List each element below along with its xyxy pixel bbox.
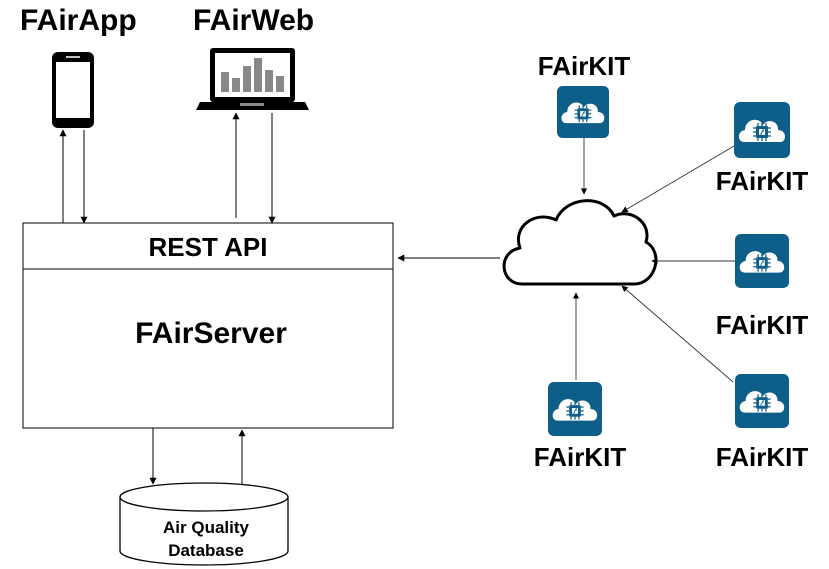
fairkit-label-top: FAirKIT — [538, 51, 631, 81]
database-label-line1: Air Quality — [163, 518, 250, 537]
fairkit-label-lower-right: FAirKIT — [716, 442, 809, 472]
fairweb-label: FAirWeb — [193, 4, 314, 37]
arrow-kit4-to-cloud — [621, 285, 734, 383]
fairkit-label-bottom: FAirKIT — [534, 442, 627, 472]
fairapp-label: FAirApp — [20, 4, 137, 37]
fairkit-tile-bottom — [548, 382, 602, 436]
fairserver-label: FAirServer — [135, 317, 287, 350]
fairserver-box — [22, 222, 394, 429]
smartphone-icon — [52, 52, 94, 128]
laptop-chart-icon — [196, 48, 309, 110]
fairkit-tile-lower-right — [735, 374, 789, 428]
fairkit-tile-top — [557, 86, 609, 138]
database-cylinder-icon — [119, 482, 289, 566]
fairkit-label-right: FAirKIT — [716, 310, 809, 340]
rest-api-label: REST API — [149, 232, 268, 262]
fairkit-tile-right — [735, 234, 789, 288]
cloud-icon — [502, 199, 658, 286]
database-label-line2: Database — [168, 541, 244, 560]
fairkit-label-upper-right: FAirKIT — [716, 166, 809, 196]
fairkit-tile-upper-right — [734, 102, 790, 158]
arrow-kit2-to-cloud — [621, 145, 735, 213]
